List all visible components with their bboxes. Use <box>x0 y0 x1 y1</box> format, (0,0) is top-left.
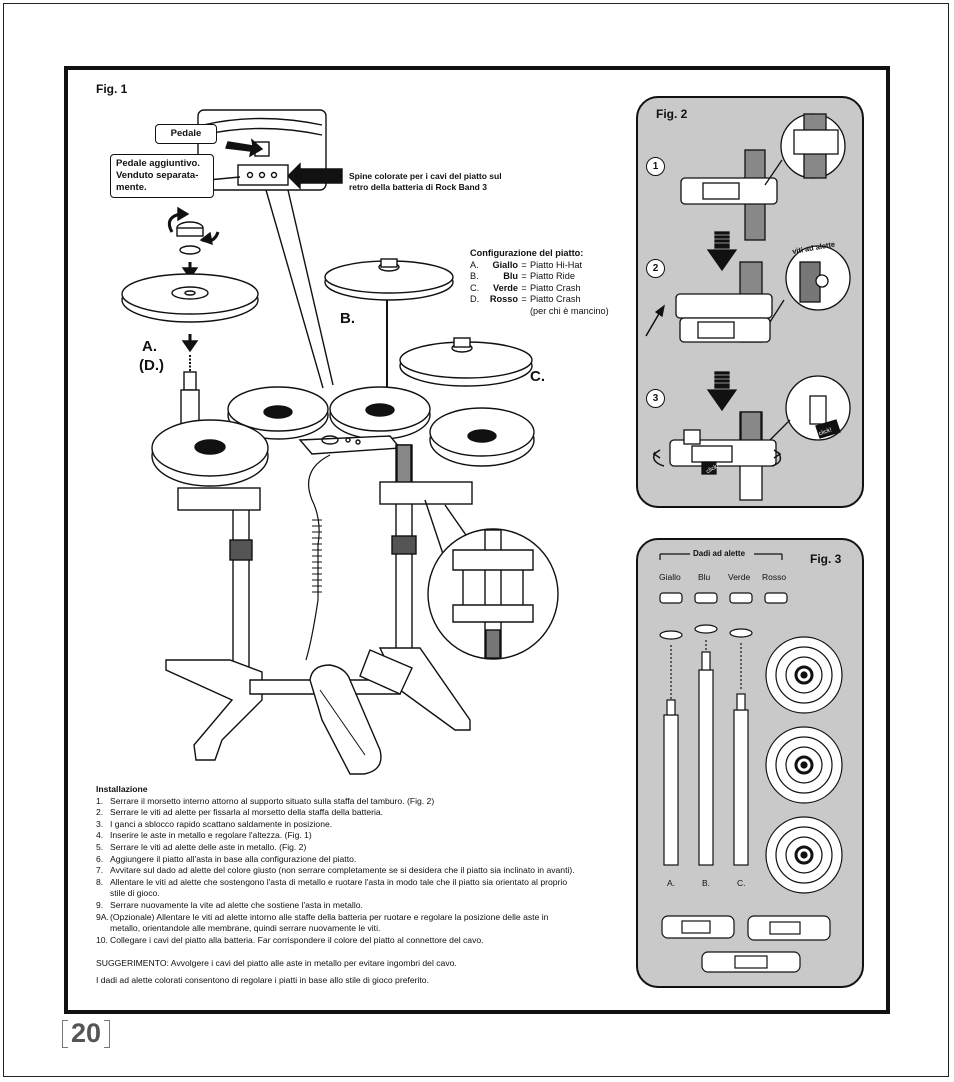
fig2-illustration: click! click! viti ad alette <box>645 113 851 501</box>
page-number-bracket <box>62 1019 68 1048</box>
install-step: 3. I ganci a sblocco rapido scattano sald… <box>96 819 626 831</box>
step-number: 7. <box>96 865 104 876</box>
plugs-note-line: Spine colorate per i cavi del piatto sul <box>349 171 502 181</box>
step-number: 4. <box>96 830 104 841</box>
install-step: 5. Serrare le viti ad alette delle aste i… <box>96 842 626 854</box>
fig3-illustration <box>659 553 843 973</box>
config-eq: = <box>521 294 527 305</box>
config-color: Rosso <box>489 294 518 305</box>
install-title: Installazione <box>96 784 148 794</box>
installation-text: Installazione 1. Serrare il morsetto inte… <box>96 784 626 987</box>
wing-nuts-title: Dadi ad alette <box>693 549 746 558</box>
config-color: Verde <box>492 282 518 293</box>
callout-pedal: Pedale <box>155 124 217 144</box>
step-text: Avvitare sul dado ad alette del colore g… <box>110 865 575 876</box>
install-step: 10.Collegare i cavi del piatto alla batt… <box>96 935 626 947</box>
drum-kit-illustration <box>121 109 559 775</box>
page-number-bracket <box>104 1019 111 1048</box>
callout-extra-pedal: Pedale aggiuntivo. Venduto separata- men… <box>110 154 214 198</box>
nut-color-label: Rosso <box>762 572 787 582</box>
step-number: 2. <box>96 807 104 818</box>
marker-a: A. <box>142 338 157 355</box>
rod-label: B. <box>702 878 711 888</box>
step-text: Allentare le viti ad alette che sostengo… <box>110 876 568 887</box>
step-text: Serrare il morsetto interno attorno al s… <box>110 795 435 806</box>
nut-color-label: Blu <box>698 572 711 582</box>
step-text: I ganci a sblocco rapido scattano saldam… <box>110 818 333 829</box>
callout-extra-pedal-line: Pedale aggiuntivo. <box>116 158 200 169</box>
config-row: B. Blu=Piatto Ride <box>470 271 609 283</box>
step-text: (Opzionale) Allentare le viti ad alette … <box>110 911 549 922</box>
install-step: 2. Serrare le viti ad alette per fissarla… <box>96 807 626 819</box>
config-value: Piatto Crash <box>530 294 581 305</box>
config-row: A. Giallo=Piatto Hi-Hat <box>470 260 609 272</box>
install-step-cont: metallo, orientandole alle membrane, qui… <box>96 923 626 935</box>
config-color: Blu <box>503 271 518 282</box>
page-border <box>3 3 949 1077</box>
config-value: Piatto Crash <box>530 282 581 293</box>
fig1-label: Fig. 1 <box>96 82 128 96</box>
install-tip: SUGGERIMENTO: Avvolgere i cavi del piatt… <box>96 958 457 969</box>
config-key: A. <box>470 259 479 270</box>
step-1-marker: 1 <box>646 157 665 176</box>
config-key: D. <box>470 294 480 305</box>
callout-extra-pedal-line: mente. <box>116 182 147 193</box>
step-text: Collegare i cavi del piatto alla batteri… <box>110 934 484 945</box>
marker-c: C. <box>530 368 545 385</box>
config-eq: = <box>521 259 527 270</box>
config-value: Piatto Ride <box>530 271 575 282</box>
step-text: Serrare le viti ad alette per fissarla a… <box>110 807 384 818</box>
fig3-label: Fig. 3 <box>810 552 842 566</box>
click-mark: click! <box>818 427 833 437</box>
step-text: Inserire le aste in metallo e regolare l… <box>110 830 312 841</box>
install-step: 8. Allentare le viti ad alette che sosten… <box>96 877 626 889</box>
install-footer: I dadi ad alette colorati consentono di … <box>96 974 429 985</box>
install-step: 9. Serrare nuovamente la vite ad alette c… <box>96 900 626 912</box>
nut-color-label: Verde <box>728 572 751 582</box>
page-number: 20 <box>62 1018 111 1049</box>
page-number-text: 20 <box>71 1018 102 1048</box>
callout-extra-pedal-line: Venduto separata- <box>116 170 199 181</box>
step-number: 9A. <box>96 911 109 922</box>
config-note: (per chi è mancino) <box>530 305 609 316</box>
rod-label: A. <box>667 878 676 888</box>
config-value: Piatto Hi-Hat <box>530 259 583 270</box>
rod-label: C. <box>737 878 746 888</box>
step-text: metallo, orientandole alle membrane, qui… <box>110 923 381 934</box>
fig2-label: Fig. 2 <box>656 107 688 121</box>
install-step-cont: stile di gioco. <box>96 888 626 900</box>
install-step: 7. Avvitare sul dado ad alette del colore… <box>96 865 626 877</box>
config-color: Giallo <box>492 259 518 270</box>
step-text: Serrare nuovamente la vite ad alette che… <box>110 899 363 910</box>
install-step: 9A.(Opzionale) Allentare le viti ad alet… <box>96 912 626 924</box>
step-number: 6. <box>96 853 104 864</box>
step-number: 3. <box>96 818 104 829</box>
config-title: Configurazione del piatto: <box>470 248 584 258</box>
cymbal-config: Configurazione del piatto: A.Giallo=Piat… <box>470 248 609 318</box>
install-step: 6. Aggiungere il piatto all'asta in base … <box>96 854 626 866</box>
config-key: C. <box>470 282 480 293</box>
step-text: stile di gioco. <box>110 888 160 899</box>
step-text: Serrare le viti ad alette delle aste in … <box>110 841 307 852</box>
step-number: 8. <box>96 876 104 887</box>
config-row: C. Verde=Piatto Crash <box>470 283 609 295</box>
config-eq: = <box>521 282 527 293</box>
step-number: 10. <box>96 934 108 945</box>
config-row: D. Rosso=Piatto Crash <box>470 294 609 306</box>
install-step: 4. Inserire le aste in metallo e regolare… <box>96 830 626 842</box>
install-step: 1. Serrare il morsetto interno attorno al… <box>96 796 626 808</box>
marker-b: B. <box>340 310 355 327</box>
step-number: 5. <box>96 841 104 852</box>
step-2-marker: 2 <box>646 259 665 278</box>
step-3-marker: 3 <box>646 389 665 408</box>
plugs-note-line: retro della batteria di Rock Band 3 <box>349 182 487 192</box>
plugs-note: Spine colorate per i cavi del piatto sul… <box>349 171 502 193</box>
config-eq: = <box>521 271 527 282</box>
step-number: 1. <box>96 795 104 806</box>
step-text: Aggiungere il piatto all'asta in base al… <box>110 853 357 864</box>
nut-color-label: Giallo <box>659 572 681 582</box>
marker-d: (D.) <box>139 357 164 374</box>
step-number: 9. <box>96 899 104 910</box>
config-key: B. <box>470 271 479 282</box>
